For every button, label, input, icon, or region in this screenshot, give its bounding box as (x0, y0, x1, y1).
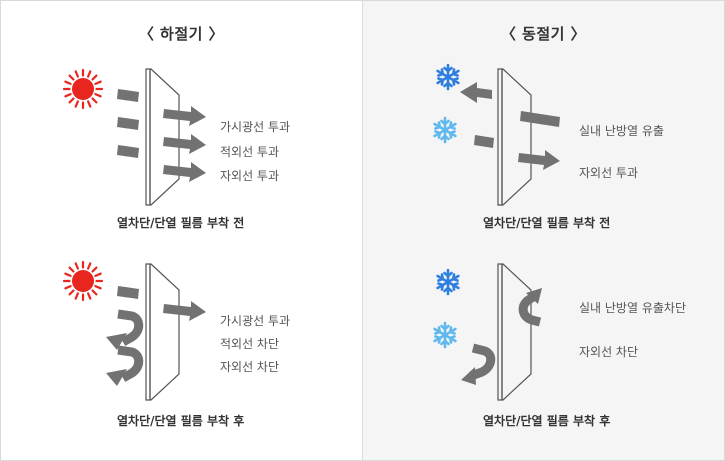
ray-in (117, 286, 139, 299)
heat-return-arrow-head (526, 288, 542, 304)
summer-title: 〈 하절기 〉 (138, 25, 225, 43)
transmitted-arrow (163, 162, 206, 182)
caption-after: 열차단/단열 필름 부착 후 (483, 414, 611, 428)
snowflake-icon (433, 321, 457, 349)
label-ultraviolet-block: 자외선 차단 (579, 345, 639, 359)
uv-reflected-arrow-head (461, 367, 476, 385)
caption-after: 열차단/단열 필름 부착 후 (117, 414, 245, 428)
label-heat-loss: 실내 난방열 유출 (579, 124, 664, 138)
caption-before: 열차단/단열 필름 부착 전 (483, 216, 611, 230)
transmitted-arrow (163, 106, 206, 126)
transmitted-arrow (163, 301, 206, 321)
label-infrared: 적외선 투과 (220, 145, 280, 159)
winter-panel: 〈 동절기 〉 실내 난방열 유출 자외선 투과 열차단/단열 필름 부착 전 (363, 1, 724, 460)
window-glass (145, 68, 180, 206)
heat-return-arrow (518, 293, 542, 327)
label-visible-light: 가시광선 투과 (220, 120, 291, 134)
winter-title: 〈 동절기 〉 (500, 25, 587, 43)
summer-after-diagram (62, 260, 206, 401)
reflected-arrow-head (106, 369, 127, 386)
uv-in-bar (474, 135, 494, 148)
reflected-arrow-head (106, 333, 127, 350)
caption-before: 열차단/단열 필름 부착 전 (117, 216, 245, 230)
window-glass (497, 68, 532, 206)
winter-before-diagram (433, 63, 560, 206)
summer-before-diagram (62, 68, 206, 206)
window-glass (145, 263, 180, 401)
transmitted-arrow (518, 150, 560, 170)
heat-source-bar (520, 111, 560, 127)
transmitted-arrow (163, 134, 206, 154)
reflected-arrow (117, 309, 144, 346)
reflected-arrow (117, 345, 144, 382)
ray-in (117, 89, 139, 102)
heat-loss-arrow (460, 82, 492, 103)
ray-in (117, 117, 139, 130)
window-glass (497, 263, 532, 401)
summer-panel: 〈 하절기 〉 (1, 1, 363, 460)
label-infrared-block: 적외선 차단 (220, 337, 280, 351)
label-ultraviolet: 자외선 투과 (579, 166, 639, 180)
sun-icon (62, 68, 104, 110)
snowflake-icon (433, 116, 457, 144)
sun-icon (62, 260, 104, 302)
snowflake-icon (436, 63, 460, 91)
label-heat-loss-block: 실내 난방열 유출차단 (579, 301, 686, 315)
ray-in (117, 145, 139, 158)
label-ultraviolet-block: 자외선 차단 (220, 360, 280, 374)
uv-reflected-arrow (469, 343, 496, 381)
label-visible-light: 가시광선 투과 (220, 314, 291, 328)
snowflake-icon (436, 268, 460, 296)
winter-after-diagram (433, 263, 542, 401)
label-ultraviolet: 자외선 투과 (220, 169, 280, 183)
